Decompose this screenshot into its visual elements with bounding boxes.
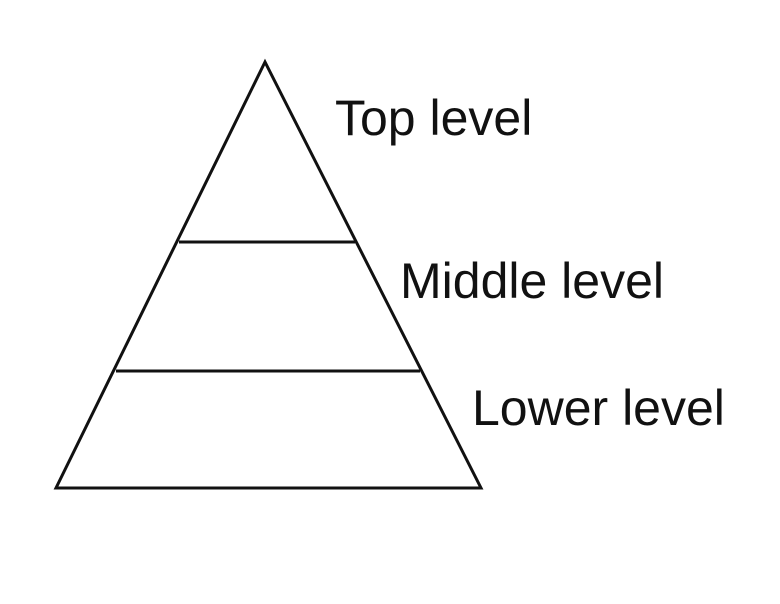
label-lower-level: Lower level: [472, 380, 725, 436]
label-top-level: Top level: [335, 90, 532, 146]
label-middle-level: Middle level: [400, 253, 664, 309]
pyramid-outline: [53, 58, 484, 490]
